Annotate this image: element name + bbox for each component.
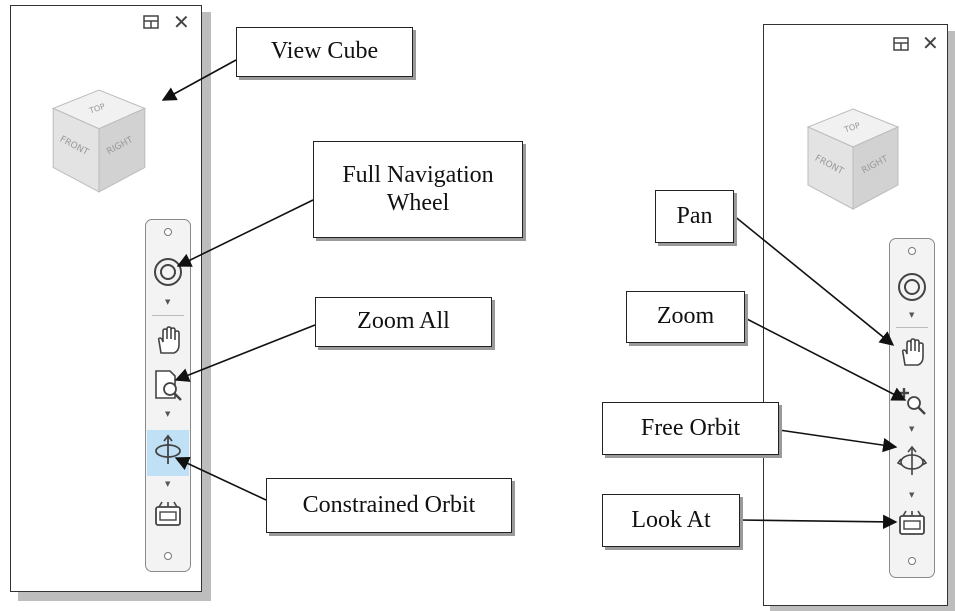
arrow-full-navigation-wheel	[176, 199, 314, 267]
arrow-look-at	[739, 514, 898, 530]
arrow-view-cube	[161, 59, 237, 101]
pan-hand-icon[interactable]	[896, 337, 928, 374]
full-navigation-wheel-icon[interactable]	[152, 256, 184, 293]
pan-callout: Pan	[655, 190, 734, 243]
left-navigation-panel: ✕ TOP FRONT RIGHT ▼ ▼ ▼	[10, 5, 202, 592]
view-cube[interactable]: TOP FRONT RIGHT	[798, 105, 908, 215]
navbar-top-grip[interactable]	[164, 228, 172, 236]
dropdown-arrow-icon[interactable]: ▼	[165, 480, 171, 488]
dropdown-arrow-icon[interactable]: ▼	[909, 311, 915, 319]
zoom-callout: Zoom	[626, 291, 745, 343]
dropdown-arrow-icon[interactable]: ▼	[909, 425, 915, 433]
close-icon[interactable]: ✕	[922, 31, 939, 55]
look-at-icon[interactable]	[896, 507, 928, 544]
navigation-bar: ▼ ▼ ▼	[889, 238, 935, 578]
arrow-constrained-orbit	[174, 456, 267, 501]
arrow-pan	[732, 214, 895, 346]
navbar-bottom-grip[interactable]	[908, 557, 916, 565]
navbar-top-grip[interactable]	[908, 247, 916, 255]
free-orbit-icon[interactable]	[896, 445, 928, 482]
view-cube-callout: View Cube	[236, 27, 413, 77]
full-navigation-wheel-callout: Full Navigation Wheel	[313, 141, 523, 238]
dock-icon[interactable]	[143, 15, 159, 33]
dropdown-arrow-icon[interactable]: ▼	[909, 491, 915, 499]
dropdown-arrow-icon[interactable]: ▼	[165, 298, 171, 306]
constrained-orbit-callout: Constrained Orbit	[266, 478, 512, 533]
look-at-callout: Look At	[602, 494, 740, 547]
navbar-divider	[152, 315, 184, 316]
navbar-bottom-grip[interactable]	[164, 552, 172, 560]
arrow-zoom	[744, 317, 907, 401]
dropdown-arrow-icon[interactable]: ▼	[165, 410, 171, 418]
pan-hand-icon[interactable]	[152, 325, 184, 362]
arrow-free-orbit	[778, 429, 898, 453]
look-at-icon[interactable]	[152, 498, 184, 535]
zoom-all-icon[interactable]	[152, 368, 184, 407]
navbar-divider	[896, 327, 928, 328]
constrained-orbit-icon[interactable]	[152, 434, 184, 471]
navigation-bar: ▼ ▼ ▼	[145, 219, 191, 572]
free-orbit-callout: Free Orbit	[602, 402, 779, 455]
dock-icon[interactable]	[893, 36, 909, 55]
zoom-all-callout: Zoom All	[315, 297, 492, 347]
full-navigation-wheel-icon[interactable]	[896, 271, 928, 308]
close-icon[interactable]: ✕	[173, 10, 190, 34]
arrow-zoom-all	[174, 324, 316, 382]
view-cube[interactable]: TOP FRONT RIGHT	[43, 86, 155, 198]
